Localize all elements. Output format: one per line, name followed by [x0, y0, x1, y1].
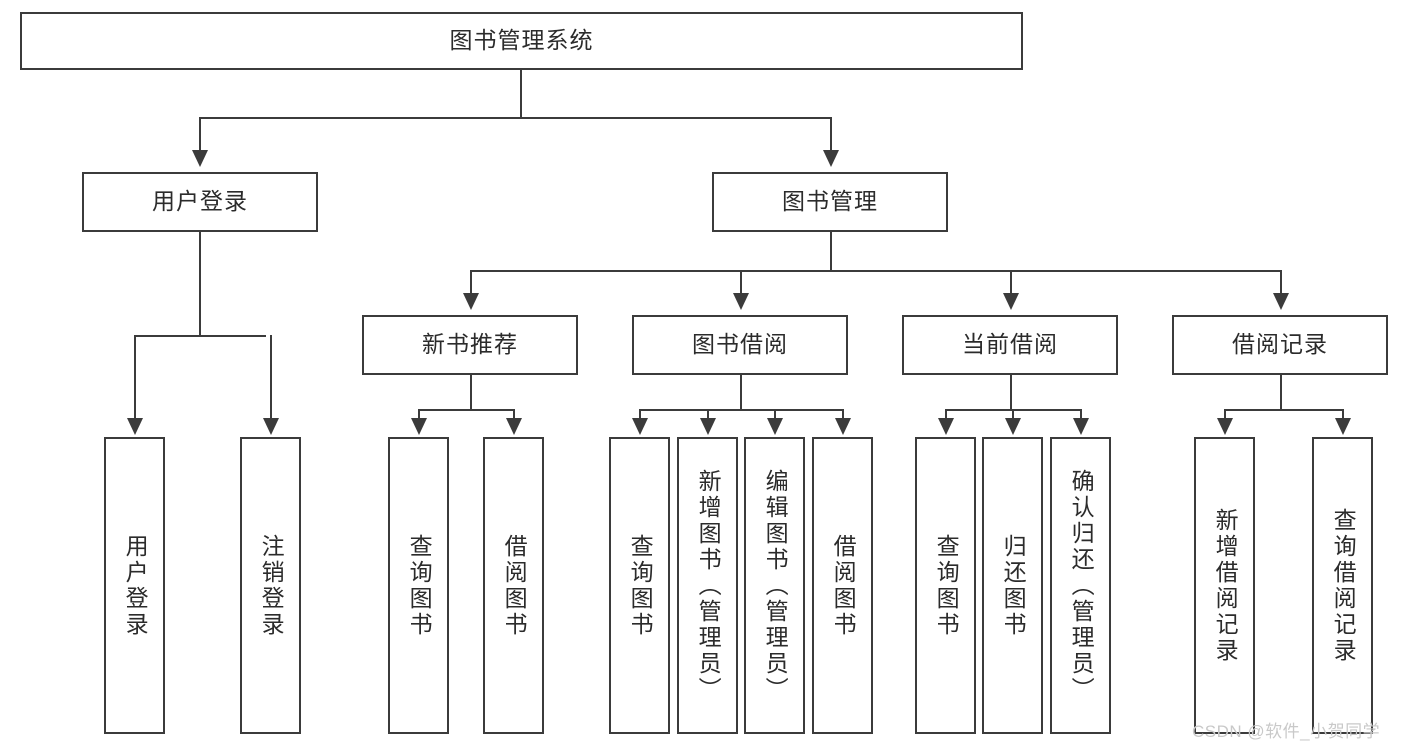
connector-to-new-book-rec — [470, 270, 472, 295]
connector-to-user-login — [199, 117, 201, 152]
connector-new-book-rec-stem — [470, 375, 472, 409]
leaf-cur-query-label: 查询图书 — [933, 533, 960, 638]
connector-to-leaf-logout — [270, 335, 272, 420]
leaf-borrow-add[interactable]: 新增图书（管理员） — [677, 437, 738, 734]
connector-borrow-record-stem — [1280, 375, 1282, 409]
leaf-borrow-add-label: 新增图书（管理员） — [695, 468, 722, 703]
leaf-rec-query[interactable]: 查询图书 — [388, 437, 449, 734]
arrowhead-to-leaf-borrow-query — [632, 418, 648, 435]
arrowhead-to-leaf-borrow-lend — [835, 418, 851, 435]
leaf-cur-query[interactable]: 查询图书 — [915, 437, 976, 734]
connector-to-leaf-cur-confirm — [1080, 409, 1082, 420]
connector-book-borrow-bus — [639, 409, 843, 411]
leaf-borrow-lend-label: 借阅图书 — [830, 533, 857, 638]
connector-current-borrow-stem — [1010, 375, 1012, 409]
connector-to-leaf-rec-query — [418, 409, 420, 420]
leaf-cur-return-label: 归还图书 — [1000, 533, 1027, 638]
leaf-rec-borrow[interactable]: 借阅图书 — [483, 437, 544, 734]
connector-user-login-stem — [199, 232, 201, 335]
node-borrow-record[interactable]: 借阅记录 — [1172, 315, 1388, 375]
leaf-rec-borrow-label: 借阅图书 — [501, 533, 528, 638]
arrowhead-to-leaf-rec-borrow — [506, 418, 522, 435]
connector-to-leaf-borrow-edit — [774, 409, 776, 420]
watermark-csdn: CSDN @软件_小贺同学 — [1192, 722, 1381, 741]
leaf-borrow-edit[interactable]: 编辑图书（管理员） — [744, 437, 805, 734]
node-book-borrow-label: 图书借阅 — [692, 331, 788, 358]
node-root-label: 图书管理系统 — [449, 27, 594, 54]
arrowhead-to-leaf-cur-return — [1005, 418, 1021, 435]
connector-borrow-record-bus — [1224, 409, 1342, 411]
leaf-user-login[interactable]: 用户登录 — [104, 437, 165, 734]
connector-to-leaf-borrow-lend — [842, 409, 844, 420]
connector-to-leaf-cur-return — [1012, 409, 1014, 420]
leaf-rec-search-label: 查询借阅记录 — [1330, 507, 1357, 664]
arrowhead-to-user-login — [192, 150, 208, 167]
leaf-logout[interactable]: 注销登录 — [240, 437, 301, 734]
node-user-login-label: 用户登录 — [152, 188, 248, 215]
arrowhead-to-new-book-rec — [463, 293, 479, 310]
leaf-cur-confirm[interactable]: 确认归还（管理员） — [1050, 437, 1111, 734]
node-new-book-rec[interactable]: 新书推荐 — [362, 315, 578, 375]
connector-book-borrow-stem — [740, 375, 742, 409]
leaf-logout-label: 注销登录 — [258, 533, 285, 638]
connector-to-leaf-cur-query — [945, 409, 947, 420]
arrowhead-to-leaf-rec-query — [411, 418, 427, 435]
arrowhead-to-leaf-borrow-edit — [767, 418, 783, 435]
connector-to-leaf-rec-add — [1224, 409, 1226, 420]
connector-to-leaf-borrow-add — [707, 409, 709, 420]
connector-to-current-borrow — [1010, 270, 1012, 295]
connector-new-book-rec-bus — [418, 409, 514, 411]
leaf-borrow-edit-label: 编辑图书（管理员） — [762, 468, 789, 703]
arrowhead-to-leaf-rec-search — [1335, 418, 1351, 435]
connector-user-login-bus — [134, 335, 266, 337]
connector-to-book-borrow — [740, 270, 742, 295]
connector-root-stem — [520, 70, 522, 117]
arrowhead-to-leaf-user-login — [127, 418, 143, 435]
node-new-book-rec-label: 新书推荐 — [422, 331, 518, 358]
arrowhead-to-borrow-record — [1273, 293, 1289, 310]
node-book-manage[interactable]: 图书管理 — [712, 172, 948, 232]
node-borrow-record-label: 借阅记录 — [1232, 331, 1328, 358]
node-current-borrow[interactable]: 当前借阅 — [902, 315, 1118, 375]
node-book-borrow[interactable]: 图书借阅 — [632, 315, 848, 375]
arrowhead-to-leaf-cur-confirm — [1073, 418, 1089, 435]
leaf-rec-add-label: 新增借阅记录 — [1212, 507, 1239, 664]
connector-level1-bus — [199, 117, 832, 119]
arrowhead-to-leaf-rec-add — [1217, 418, 1233, 435]
leaf-borrow-lend[interactable]: 借阅图书 — [812, 437, 873, 734]
connector-level2-bus — [470, 270, 1280, 272]
node-current-borrow-label: 当前借阅 — [962, 331, 1058, 358]
node-book-manage-label: 图书管理 — [782, 188, 878, 215]
leaf-rec-search[interactable]: 查询借阅记录 — [1312, 437, 1373, 734]
connector-book-manage-stem — [830, 232, 832, 270]
arrowhead-to-leaf-borrow-add — [700, 418, 716, 435]
connector-to-leaf-rec-borrow — [513, 409, 515, 420]
connector-to-book-manage — [830, 117, 832, 152]
arrowhead-to-book-borrow — [733, 293, 749, 310]
arrowhead-to-book-manage — [823, 150, 839, 167]
connector-to-leaf-borrow-query — [639, 409, 641, 420]
leaf-cur-confirm-label: 确认归还（管理员） — [1068, 468, 1095, 703]
leaf-rec-add[interactable]: 新增借阅记录 — [1194, 437, 1255, 734]
node-user-login[interactable]: 用户登录 — [82, 172, 318, 232]
leaf-user-login-label: 用户登录 — [122, 533, 149, 638]
leaf-cur-return[interactable]: 归还图书 — [982, 437, 1043, 734]
node-root[interactable]: 图书管理系统 — [20, 12, 1023, 70]
leaf-borrow-query-label: 查询图书 — [627, 533, 654, 638]
connector-to-borrow-record — [1280, 270, 1282, 295]
leaf-borrow-query[interactable]: 查询图书 — [609, 437, 670, 734]
leaf-rec-query-label: 查询图书 — [406, 533, 433, 638]
arrowhead-to-leaf-cur-query — [938, 418, 954, 435]
arrowhead-to-current-borrow — [1003, 293, 1019, 310]
arrowhead-to-leaf-logout — [263, 418, 279, 435]
connector-to-leaf-user-login — [134, 335, 136, 420]
connector-to-leaf-rec-search — [1342, 409, 1344, 420]
